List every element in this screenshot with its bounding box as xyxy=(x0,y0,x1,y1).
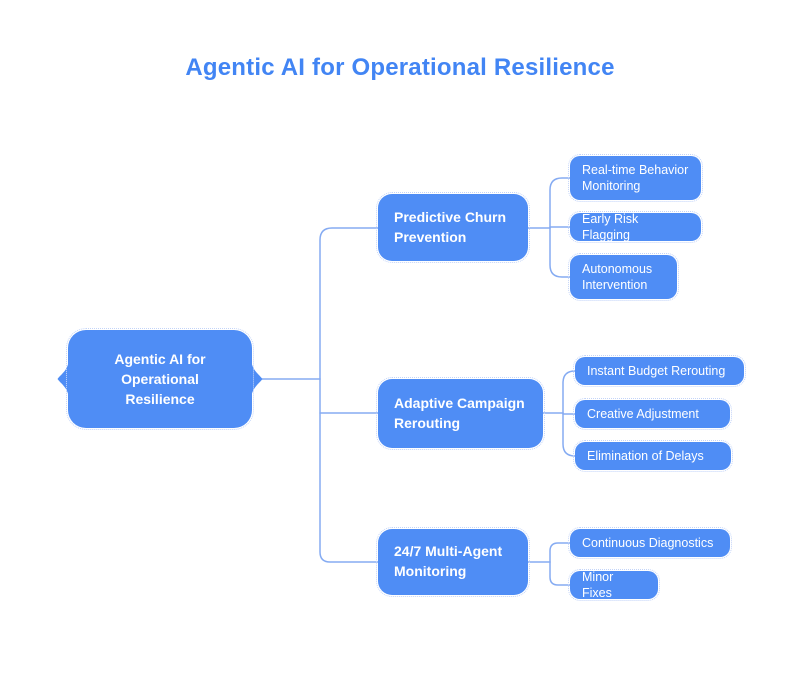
leaf-node-minor-fixes[interactable]: Minor Fixes xyxy=(568,569,660,601)
connector-b2-child-3 xyxy=(562,412,576,457)
leaf-node-label: Minor Fixes xyxy=(582,569,614,600)
branch-node-label: Adaptive Campaign Rerouting xyxy=(394,394,525,431)
branch-node-adaptive-campaign-rerouting[interactable]: Adaptive Campaign Rerouting xyxy=(376,377,545,450)
leaf-node-creative-adjustment[interactable]: Creative Adjustment xyxy=(573,398,732,430)
connector-b3-child-2 xyxy=(549,561,571,586)
page-title: Agentic AI for Operational Resilience xyxy=(185,54,615,81)
root-node-label: Agentic AI for Operational Resilience xyxy=(114,350,206,408)
leaf-node-label: Creative Adjustment xyxy=(587,406,699,421)
connector-b2-child-1 xyxy=(562,370,576,414)
leaf-node-label: Elimination of Delays xyxy=(587,448,704,463)
leaf-node-early-risk-flagging[interactable]: Early Risk Flagging xyxy=(568,211,703,243)
root-brace-right-tip xyxy=(251,357,263,401)
root-node[interactable]: Agentic AI for Operational Resilience xyxy=(66,328,254,430)
branch-node-label: 24/7 Multi-Agent Monitoring xyxy=(394,543,503,579)
branch-node-label: Predictive Churn Prevention xyxy=(394,208,507,245)
branch-node-predictive-churn-prevention[interactable]: Predictive Churn Prevention xyxy=(376,192,530,263)
leaf-node-elimination-of-delays[interactable]: Elimination of Delays xyxy=(573,440,733,472)
leaf-node-continuous-diagnostics[interactable]: Continuous Diagnostics xyxy=(568,527,732,559)
connector-b3-child-1 xyxy=(549,542,571,563)
leaf-node-instant-budget-rerouting[interactable]: Instant Budget Rerouting xyxy=(573,355,746,387)
connector-branch-1 xyxy=(319,227,379,380)
leaf-node-realtime-behavior-monitoring[interactable]: Real-time Behavior Monitoring xyxy=(568,154,703,202)
leaf-node-label: Continuous Diagnostics xyxy=(582,535,714,550)
leaf-node-label: Early Risk Flagging xyxy=(582,211,639,242)
leaf-node-autonomous-intervention[interactable]: Autonomous Intervention xyxy=(568,253,679,301)
leaf-node-label: Instant Budget Rerouting xyxy=(587,363,726,378)
connector-b1-child-1 xyxy=(549,177,571,229)
leaf-node-label: Autonomous Intervention xyxy=(582,261,653,292)
connector-b1-child-3 xyxy=(549,227,571,278)
branch-node-multi-agent-monitoring[interactable]: 24/7 Multi-Agent Monitoring xyxy=(376,527,530,597)
connector-branch-3 xyxy=(319,378,379,563)
leaf-node-label: Real-time Behavior Monitoring xyxy=(582,162,689,193)
